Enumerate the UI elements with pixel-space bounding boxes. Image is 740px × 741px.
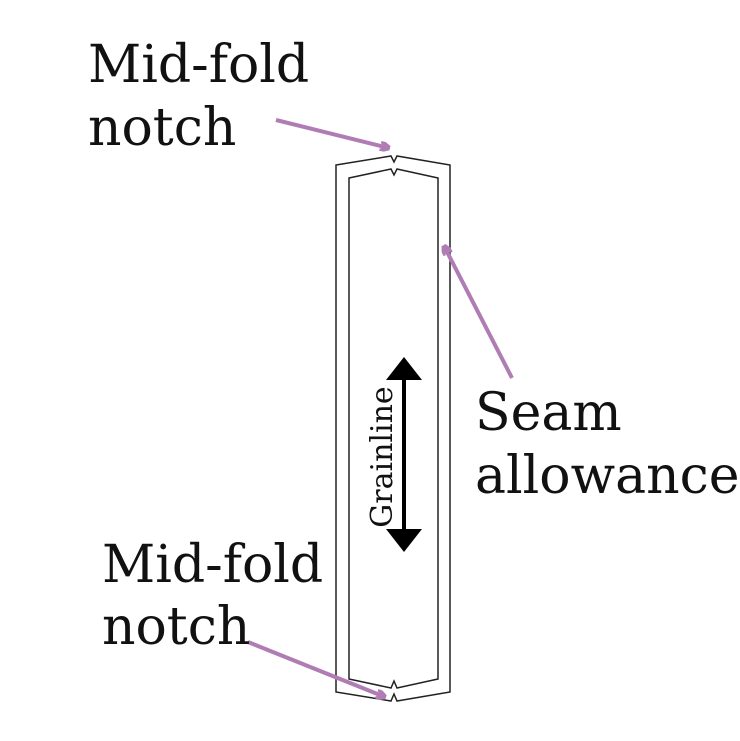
bottom-notch-arrow [247,640,385,697]
seam-allowance-label-line2: allowance [475,446,739,506]
grainline-arrowhead-up [386,357,422,380]
top-notch-label-line2: notch [88,98,236,158]
grainline-label: Grainline [365,386,400,527]
bottom-notch-label-line2: notch [102,597,250,657]
pattern-outer-cutline [335,155,451,702]
seam-allowance-label-line1: Seam [475,383,622,443]
grainline-arrowhead-down [386,529,422,552]
top-notch-arrow [275,118,389,148]
grainline-arrow [386,357,422,552]
seam-allowance-arrow [444,246,514,379]
bottom-notch-label-line1: Mid-fold [102,535,323,595]
pattern-inner-seamline [348,168,439,689]
top-notch-label-line1: Mid-fold [88,35,309,95]
